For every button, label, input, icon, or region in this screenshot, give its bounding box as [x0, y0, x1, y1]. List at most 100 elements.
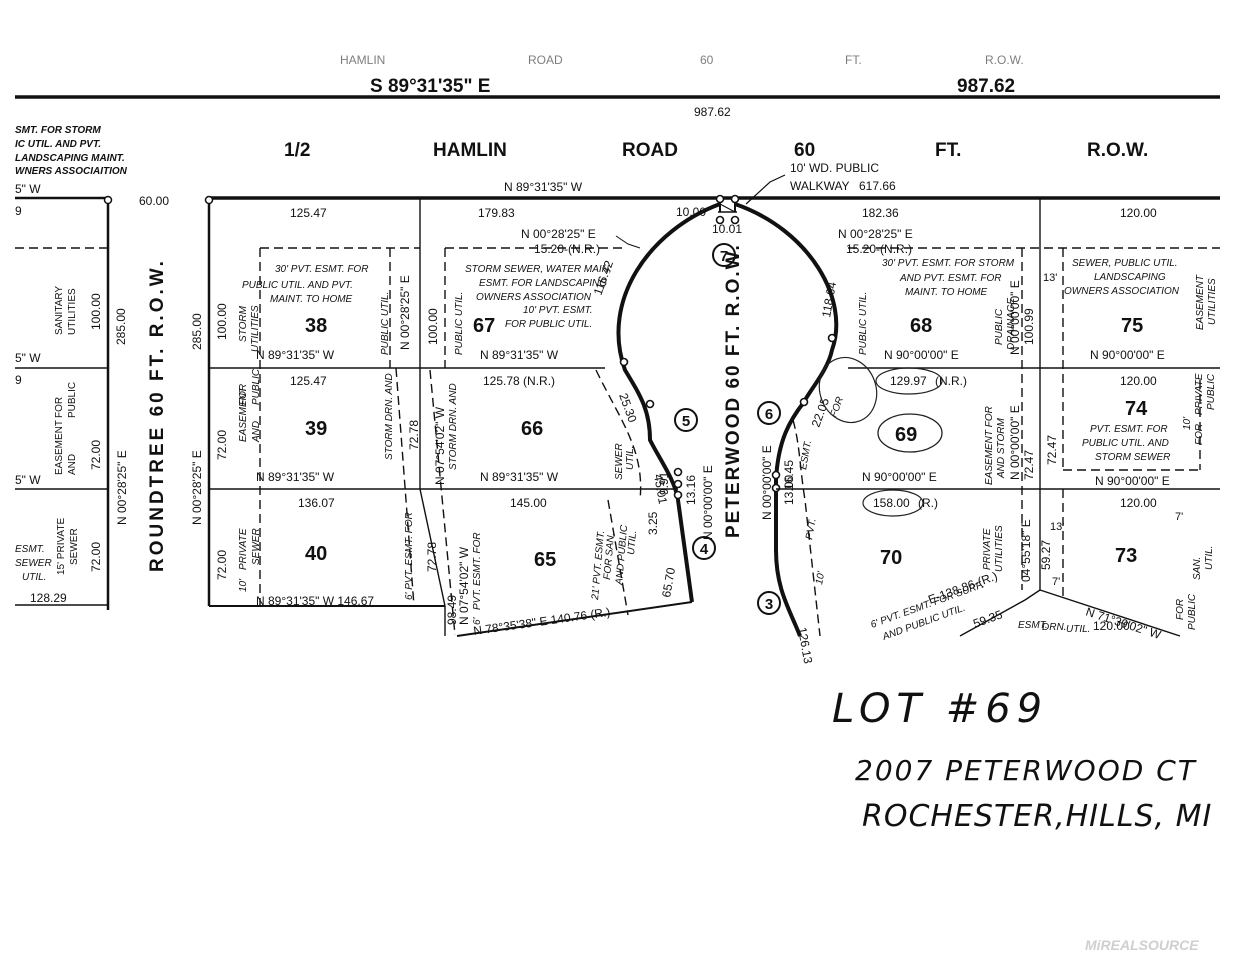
bearing-68-top: N 00°28'25" E [838, 227, 913, 241]
dim-7ft-b: 7' [1052, 576, 1060, 588]
peterwood-bearing-west: N 00°00'00" E [701, 465, 715, 540]
dim-72-78a: 72.78 [407, 420, 421, 450]
bearing-38-39: N 89°31'35" W [256, 348, 335, 362]
handwritten-lot: LOT #69 [832, 686, 1048, 732]
left-easement-4: PUBLIC [67, 382, 78, 418]
handwritten-city: ROCHESTER,HILLS, MI [862, 799, 1212, 834]
callout-7: 7 [720, 248, 728, 265]
left-margin-notes: SMT. FOR STORM IC UTIL. AND PVT. LANDSCA… [15, 125, 128, 177]
line-40-65-boundary [419, 488, 446, 607]
left-note-line-3: LANDSCAPING MAINT. [15, 153, 125, 164]
left-dim-285: 285.00 [114, 308, 128, 345]
e65-21-4: UTIL. [626, 530, 639, 555]
dim-120a: 120.00 [1120, 206, 1157, 220]
peterwood-bearing-east: N 00°00'00" E [760, 445, 774, 520]
left-esmt-3: UTIL. [22, 572, 46, 583]
dim-100-99: 100.99 [1022, 308, 1036, 345]
faded-60: 60 [700, 53, 714, 67]
e68-public: PUBLIC [994, 308, 1005, 345]
peterwood-label: PETERWOOD 60 FT. R.O.W. [723, 243, 744, 538]
e68-drainage: DRAINAGE [1006, 297, 1017, 350]
left-dim-100: 100.00 [89, 293, 103, 330]
left-sanitary-1: SANITARY [54, 286, 65, 335]
roundtree-dim-285: 285.00 [190, 313, 204, 350]
e70-private: PRIVATE [982, 528, 993, 570]
dim-140-76: N 78°35'38" E 140.76 (R.) [472, 605, 611, 638]
dim-15-20b: 15.20-(N.R.) [846, 242, 912, 256]
e67-line-1: STORM SEWER, WATER MAIN, [465, 264, 612, 275]
dim-72-47b: 72.47 [1045, 435, 1059, 465]
dim-145: 145.00 [510, 496, 547, 510]
dim-100-38: 100.00 [215, 303, 229, 340]
lot-70: 70 [880, 547, 902, 569]
e38-storm-1: STORM [238, 305, 249, 342]
top-bearing: S 89°31'35" E [370, 76, 490, 97]
lot-66: 66 [521, 418, 543, 440]
bearing-67-top: N 00°28'25" E [521, 227, 596, 241]
e70-utilities: UTILITIES [994, 525, 1005, 572]
e69-esmt: ESMT. [798, 439, 814, 470]
e70-pvt: PVT. [804, 518, 819, 541]
bearing-70-vertical: 04°55'18" E [1019, 519, 1033, 582]
dim-120b: 120.00 [1120, 374, 1157, 388]
easement-68-note: 30' PVT. ESMT. FOR STORM AND PVT. ESMT. … [882, 258, 1015, 298]
dim-126-13: 126.13 [795, 626, 815, 665]
e75-utilities: UTILITIES [1207, 278, 1218, 325]
marker-walkway-e [730, 194, 740, 204]
left-dim-72b: 72.00 [89, 542, 103, 572]
walkway-label-2: WALKWAY [790, 179, 850, 193]
easement-66-west [429, 369, 456, 636]
e66-sewer: SEWER [614, 443, 625, 480]
dim-72-39: 72.00 [215, 430, 229, 460]
e75-line-2: LANDSCAPING [1094, 272, 1166, 283]
e69-easement: EASEMENT FOR [984, 406, 995, 485]
dim-125-78: 125.78 (N.R.) [483, 374, 555, 388]
bearing-67-66: N 89°31'35" W [480, 348, 559, 362]
faded-row: R.O.W. [985, 53, 1024, 67]
e75-easement: EASEMENT [1195, 274, 1206, 330]
peterwood-west-line [616, 202, 721, 603]
e38-line-2: PUBLIC UTIL. AND PVT. [242, 280, 353, 291]
e74-line-2: PUBLIC UTIL. AND [1082, 438, 1169, 449]
e68-line-3: MAINT. TO HOME [905, 287, 988, 298]
easement-67-note: STORM SEWER, WATER MAIN, ESMT. FOR LANDS… [465, 264, 612, 330]
dim-182-36: 182.36 [862, 206, 899, 220]
line-65-south [456, 601, 693, 637]
e73-for: FOR [1175, 599, 1186, 620]
left-private-sewer-1: 15' PRIVATE [56, 518, 67, 575]
e40-pvt-esmt: 6' PVT. ESMT. FOR [404, 512, 415, 600]
e74-for: FOR [1194, 424, 1205, 445]
dim-158-r: (R.) [918, 496, 938, 510]
hamlin-label: HAMLIN [433, 140, 507, 161]
hand-circle-158 [862, 489, 924, 517]
marker-5-c [673, 479, 683, 489]
dim-98-49: 98.49 [445, 595, 459, 625]
walkway-diag [719, 203, 736, 213]
easement-70-west [792, 419, 821, 637]
e66-util: UTIL. [625, 446, 636, 470]
dim-59-35: 59.35 [971, 607, 1004, 631]
e68-public-util: PUBLIC UTIL. [858, 292, 869, 355]
faded-hamlin: HAMLIN [340, 53, 385, 67]
callout-3-circle [757, 591, 781, 615]
lot-38: 38 [305, 315, 327, 337]
lot-75: 75 [1121, 315, 1143, 337]
dim-13ft: 13' [1043, 272, 1057, 284]
e67-line-3: OWNERS ASSOCIATION [476, 292, 592, 303]
bearing-74-73: N 90°00'00" E [1095, 474, 1170, 488]
walkway-label-1: 10' WD. PUBLIC [790, 161, 879, 175]
e40-sewer: SEWER [251, 528, 262, 565]
e38-line-1: 30' PVT. ESMT. FOR [275, 264, 368, 275]
dim-72-78b: 72.78 [425, 542, 439, 572]
dim-10-00: 10.00 [676, 205, 706, 219]
callout-4-circle [692, 536, 716, 560]
e66-storm-drn: STORM DRN. AND [448, 383, 459, 470]
dim-118-64: 118.64 [819, 281, 839, 319]
dim-125-47a: 125.47 [290, 206, 327, 220]
line-70-south [959, 589, 1041, 637]
leader-67-top [615, 235, 641, 249]
hamlin-road-label-row: 1/2 HAMLIN ROAD 60 FT. R.O.W. [284, 140, 1148, 161]
left-note-line-4: WNERS ASSOCIAITION [15, 166, 128, 177]
roundtree-width: 60.00 [139, 194, 169, 208]
easement-75-note: SEWER, PUBLIC UTIL. LANDSCAPING OWNERS A… [1064, 258, 1180, 297]
